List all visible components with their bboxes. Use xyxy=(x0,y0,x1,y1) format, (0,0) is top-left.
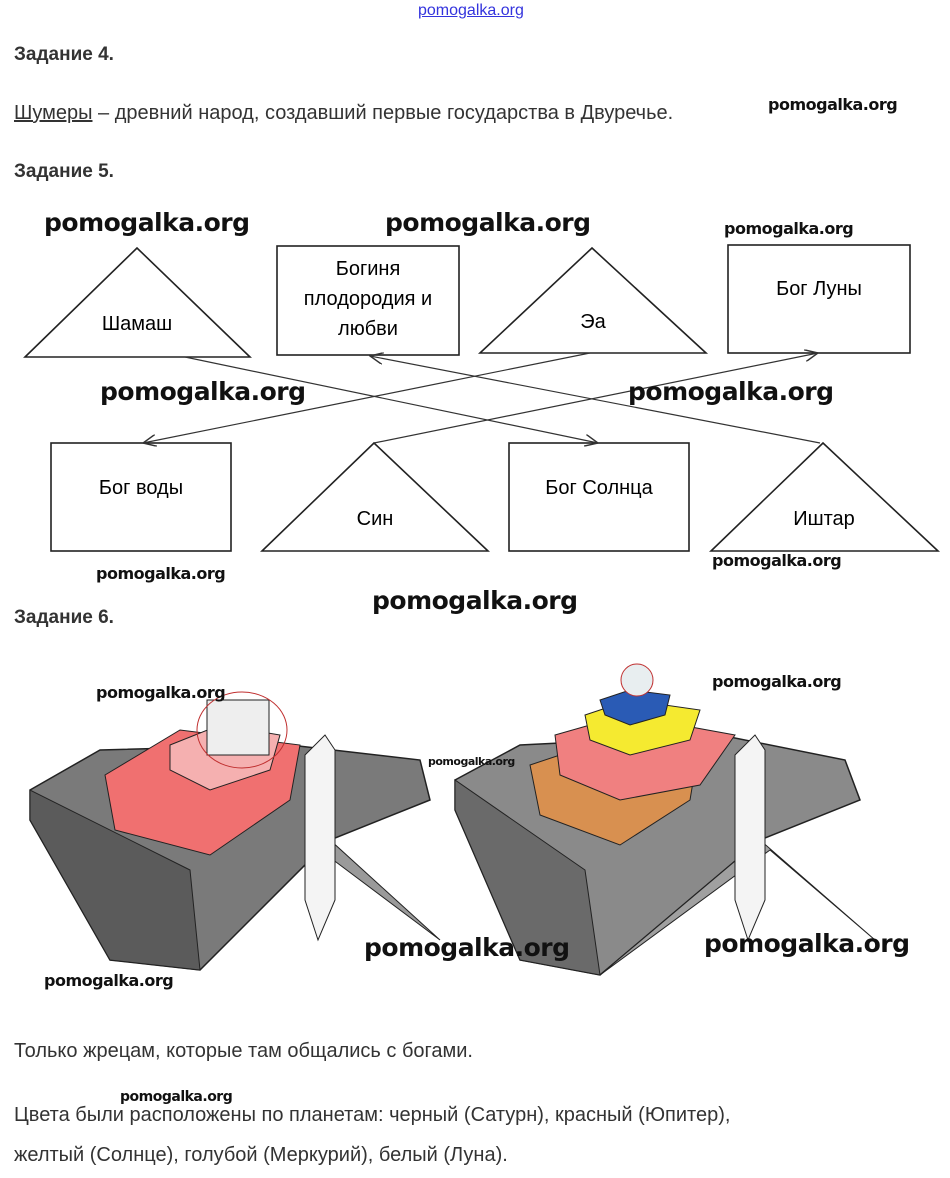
watermark: pomogalka.org xyxy=(428,755,515,768)
role-fertility-1: Богиня xyxy=(336,258,401,280)
watermark: pomogalka.org xyxy=(704,929,910,958)
role-fertility-2: плодородия и xyxy=(304,288,432,310)
task6-answer-2-line1: Цвета были расположены по планетам: черн… xyxy=(14,1104,731,1126)
task6-heading: Задание 6. xyxy=(14,607,114,628)
triangle-shamash xyxy=(23,246,252,358)
arrow-ea-water xyxy=(143,352,591,443)
task5-heading: Задание 5. xyxy=(14,161,114,182)
arrow-ishtar-fertility xyxy=(370,356,821,444)
role-water: Бог воды xyxy=(99,477,183,499)
triangle-ishtar xyxy=(709,441,941,552)
site-link[interactable]: pomogalka.org xyxy=(418,2,524,19)
god-shamash: Шамаш xyxy=(102,313,172,335)
task6-answer-2-line2: желтый (Солнце), голубой (Меркурий), бел… xyxy=(14,1144,508,1166)
watermark: pomogalka.org xyxy=(96,683,226,702)
watermark: pomogalka.org xyxy=(96,564,226,583)
task6-answer-1: Только жрецам, которые там общались с бо… xyxy=(14,1040,473,1062)
god-ishtar: Иштар xyxy=(793,508,855,530)
watermark: pomogalka.org xyxy=(100,377,306,406)
ziggurat-colored xyxy=(454,663,876,976)
watermark: pomogalka.org xyxy=(628,377,834,406)
watermark: pomogalka.org xyxy=(724,219,854,238)
watermark: pomogalka.org xyxy=(768,95,898,114)
arrow-shamash-sun xyxy=(184,356,598,443)
box-water xyxy=(50,442,232,552)
ziggurat-drawings xyxy=(29,663,876,976)
watermark: pomogalka.org xyxy=(44,971,174,990)
watermark: pomogalka.org xyxy=(385,208,591,237)
answer-rest: – древний народ, создавший первые госуда… xyxy=(92,102,674,124)
task4-answer: Шумеры – древний народ, создавший первые… xyxy=(14,102,673,125)
task4-heading: Задание 4. xyxy=(14,44,114,65)
god-sin: Син xyxy=(357,508,394,530)
answer-term: Шумеры xyxy=(14,102,93,124)
watermark: pomogalka.org xyxy=(120,1089,233,1105)
role-fertility-3: любви xyxy=(338,318,398,340)
watermark: pomogalka.org xyxy=(44,208,250,237)
triangle-sin xyxy=(260,441,491,552)
watermark: pomogalka.org xyxy=(364,933,570,962)
triangle-ea xyxy=(477,246,709,354)
arrow-sin-moon xyxy=(373,353,818,444)
role-moon: Бог Луны xyxy=(776,278,862,300)
matching-diagram: Шамаш Богиня плодородия и любви Эа Бог Л… xyxy=(23,244,941,552)
role-sun: Бог Солнца xyxy=(545,477,653,499)
watermark: pomogalka.org xyxy=(372,586,578,615)
box-fertility xyxy=(276,245,460,356)
watermark: pomogalka.org xyxy=(712,551,842,570)
god-ea: Эа xyxy=(580,311,606,333)
ziggurat-red xyxy=(29,691,441,971)
watermark: pomogalka.org xyxy=(712,672,842,691)
